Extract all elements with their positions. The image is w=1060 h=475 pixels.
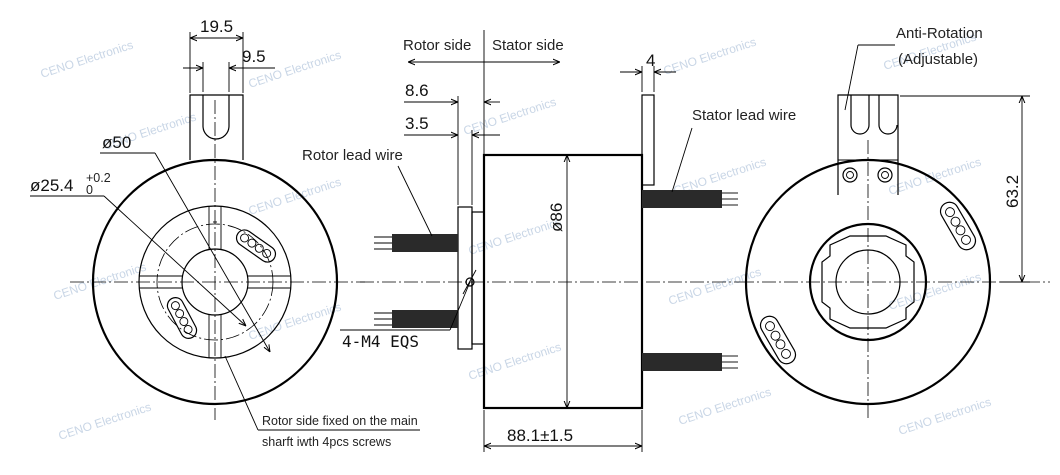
- bore-circle: [181, 248, 249, 316]
- rotor-side-label: Rotor side: [403, 37, 471, 54]
- dim-3-5: 3.5: [405, 114, 429, 133]
- rotor-wire-exit-top: [235, 229, 277, 263]
- watermark: CENO Electronics: [677, 385, 773, 428]
- watermark: CENO Electronics: [247, 175, 343, 218]
- dim-4: 4: [646, 51, 655, 70]
- dim-88-1: 88.1±1.5: [507, 426, 573, 445]
- stator-inner-ring: [808, 222, 928, 342]
- left-view: 19.5 9.5 ø50 ø25.4 +0.2 0 Rotor side fix…: [30, 17, 420, 449]
- dim-19-5: 19.5: [200, 17, 233, 36]
- stator-anti-rotation-tab: [641, 94, 655, 186]
- dim-d25-4: ø25.4: [30, 176, 73, 195]
- side-view: Rotor side Stator side: [302, 30, 796, 452]
- stator-keyed-bore: [821, 235, 915, 329]
- dim-8-6: 8.6: [405, 81, 429, 100]
- stator-side-label: Stator side: [492, 37, 564, 54]
- watermark: CENO Electronics: [887, 270, 983, 313]
- watermark: CENO Electronics: [57, 400, 153, 443]
- anti-rotation-tab: [189, 94, 244, 160]
- rotor-lead-wire-label: Rotor lead wire: [302, 147, 403, 164]
- dim-d50: ø50: [102, 133, 131, 152]
- rotor-flange-circle: [138, 205, 292, 359]
- stator-wire-exit-top: [939, 201, 977, 251]
- anti-rotation-label: Anti-Rotation: [896, 25, 983, 42]
- stator-lead-wire-label: Stator lead wire: [692, 107, 796, 124]
- outer-body-circle: [91, 158, 339, 406]
- rotor-lead-wire-bottom: [374, 310, 458, 328]
- right-anti-rotation-tab: [837, 94, 899, 195]
- rotor-lead-wire-top: [374, 234, 458, 252]
- watermark: CENO Electronics: [467, 340, 563, 383]
- watermark: CENO Electronics: [887, 155, 983, 198]
- dim-4-m4-eqs: 4-M4 EQS: [342, 332, 419, 351]
- dim-63-2: 63.2: [1003, 175, 1022, 208]
- stator-lead-wire-bottom: [642, 353, 738, 371]
- adjustable-label: (Adjustable): [898, 51, 978, 68]
- rotor-wire-exit-bottom: [166, 297, 198, 339]
- watermark: CENO Electronics: [462, 95, 558, 138]
- note-line-2: sharft iwth 4pcs screws: [262, 435, 391, 449]
- dim-9-5: 9.5: [242, 47, 266, 66]
- dim-d25-4-tol-lower: 0: [86, 183, 93, 197]
- note-line-1: Rotor side fixed on the main: [262, 414, 418, 428]
- stator-wire-exit-bottom: [759, 315, 797, 365]
- stator-lead-wire-top: [642, 190, 738, 208]
- watermark: CENO Electronics: [897, 395, 993, 438]
- right-view: Anti-Rotation (Adjustable) 63.2: [740, 25, 1050, 420]
- dim-d25-4-tol-upper: +0.2: [86, 171, 111, 185]
- watermark: CENO Electronics: [662, 35, 758, 78]
- watermark: CENO Electronics: [39, 38, 135, 81]
- dim-d86: ø86: [547, 203, 566, 232]
- watermark: CENO Electronics: [52, 260, 148, 303]
